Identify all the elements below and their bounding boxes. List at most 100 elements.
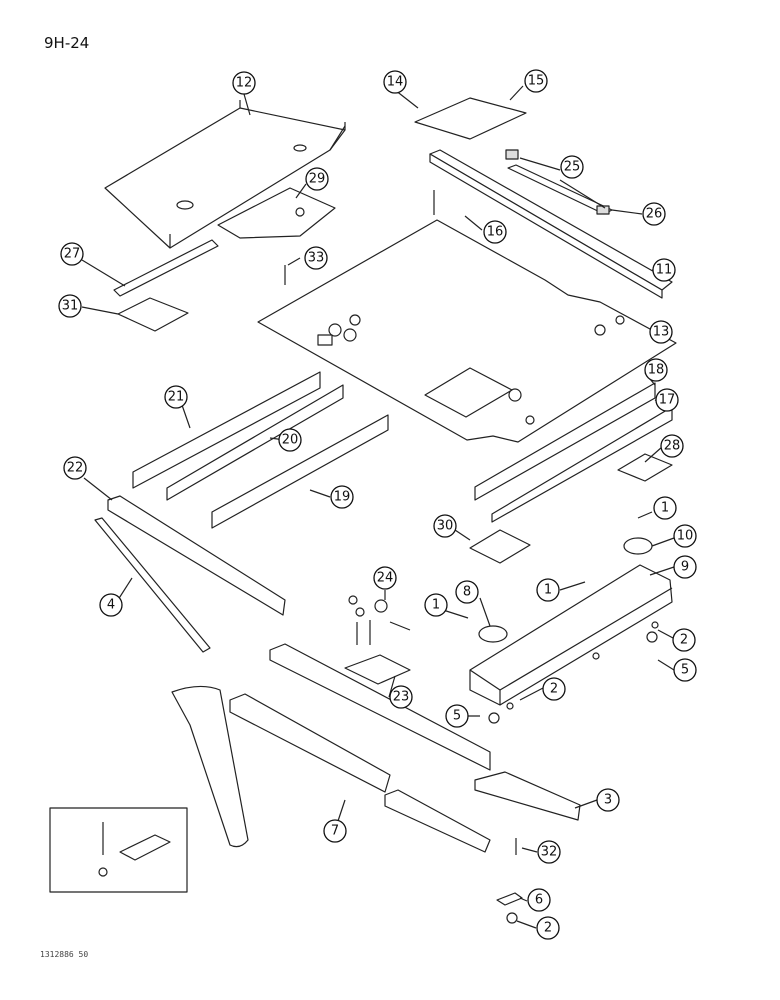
washer-5a (646, 631, 658, 643)
callout-8-label: 8 (463, 585, 471, 600)
rail-11 (429, 149, 673, 299)
callout-5b (445, 704, 469, 728)
pad-31 (117, 297, 189, 332)
link-4 (94, 517, 211, 653)
callout-17-label: 17 (659, 393, 676, 408)
callout-2c-label: 2 (544, 921, 552, 936)
callout-15 (524, 69, 548, 93)
callout-33 (304, 246, 328, 270)
callout-5b-label: 5 (453, 709, 461, 724)
inset-block (119, 834, 171, 861)
cover-15 (414, 97, 527, 140)
beam-9 (469, 564, 673, 706)
rail-20 (166, 384, 344, 501)
rail-19 (211, 414, 389, 529)
callout-26 (642, 202, 666, 226)
callout-4-label: 4 (107, 598, 115, 613)
image-code: 1312886 50 (40, 950, 89, 959)
plate-23 (344, 654, 411, 685)
callout-29 (305, 167, 329, 191)
callout-33-label: 33 (308, 251, 325, 266)
callout-27-label: 27 (64, 247, 81, 262)
callout-22-label: 22 (67, 461, 84, 476)
callout-9 (673, 555, 697, 579)
callout-18 (644, 358, 668, 382)
callout-19 (330, 485, 354, 509)
callout-14-label: 14 (387, 75, 404, 90)
callout-11-label: 11 (656, 263, 673, 278)
callout-30-label: 30 (437, 519, 454, 534)
callout-1a (653, 496, 677, 520)
channel-7b (384, 789, 491, 853)
callout-12-label: 12 (236, 76, 253, 91)
callout-32-label: 32 (541, 845, 558, 860)
callout-16 (483, 220, 507, 244)
seat-post (171, 685, 249, 848)
callout-10 (673, 524, 697, 548)
channel-7 (229, 693, 391, 793)
pad-30 (469, 529, 531, 564)
callout-11 (652, 258, 676, 282)
callout-7 (323, 819, 347, 843)
mount-8 (478, 625, 508, 643)
callout-24-label: 24 (377, 571, 394, 586)
mount-10 (623, 537, 653, 555)
callout-9-label: 9 (681, 560, 689, 575)
strap-27 (113, 239, 219, 297)
callout-25-label: 25 (564, 160, 581, 175)
callout-30 (433, 514, 457, 538)
pad-28 (617, 453, 673, 482)
callout-1b (536, 578, 560, 602)
callout-31-label: 31 (62, 299, 79, 314)
nut-24b (355, 607, 365, 617)
rail-22 (107, 495, 286, 616)
spacer-24 (374, 599, 388, 613)
callout-2a (672, 628, 696, 652)
callout-13 (649, 320, 673, 344)
callout-5a (673, 658, 697, 682)
callout-1c-label: 1 (432, 598, 440, 613)
callout-2b-label: 2 (550, 682, 558, 697)
rail-18 (474, 382, 656, 501)
callout-3-label: 3 (604, 793, 612, 808)
callout-32 (537, 840, 561, 864)
rail-21 (132, 371, 321, 489)
inset-box (49, 807, 188, 893)
callout-4 (99, 593, 123, 617)
nut-2a (506, 702, 514, 710)
callout-19-label: 19 (334, 490, 351, 505)
nut-2b (592, 652, 600, 660)
callout-26-label: 26 (646, 207, 663, 222)
block-25a (505, 149, 519, 160)
callout-8 (455, 580, 479, 604)
callout-6-label: 6 (535, 893, 543, 908)
floor-plate-13 (257, 219, 677, 443)
callout-25 (560, 155, 584, 179)
callout-28-label: 28 (664, 439, 681, 454)
callout-29-label: 29 (309, 172, 326, 187)
nut-2c (506, 912, 518, 924)
callout-2a-label: 2 (680, 633, 688, 648)
callout-13-label: 13 (653, 325, 670, 340)
bracket-29 (217, 187, 336, 239)
plate-12 (104, 100, 346, 249)
callout-1c (424, 593, 448, 617)
callout-3 (596, 788, 620, 812)
page-code: 9H-24 (44, 34, 90, 52)
callout-16-label: 16 (487, 225, 504, 240)
rail-17 (491, 406, 673, 523)
nut-24a (348, 595, 358, 605)
callout-1b-label: 1 (544, 583, 552, 598)
nut-2d (651, 621, 659, 629)
callout-17 (655, 388, 679, 412)
bolt-24 (389, 621, 411, 631)
callout-31 (58, 294, 82, 318)
callout-12 (232, 71, 256, 95)
inset-washer (98, 867, 108, 877)
callout-18-label: 18 (648, 363, 665, 378)
block-25b (596, 205, 610, 215)
callout-21-label: 21 (168, 390, 185, 405)
plate-6 (496, 892, 523, 906)
